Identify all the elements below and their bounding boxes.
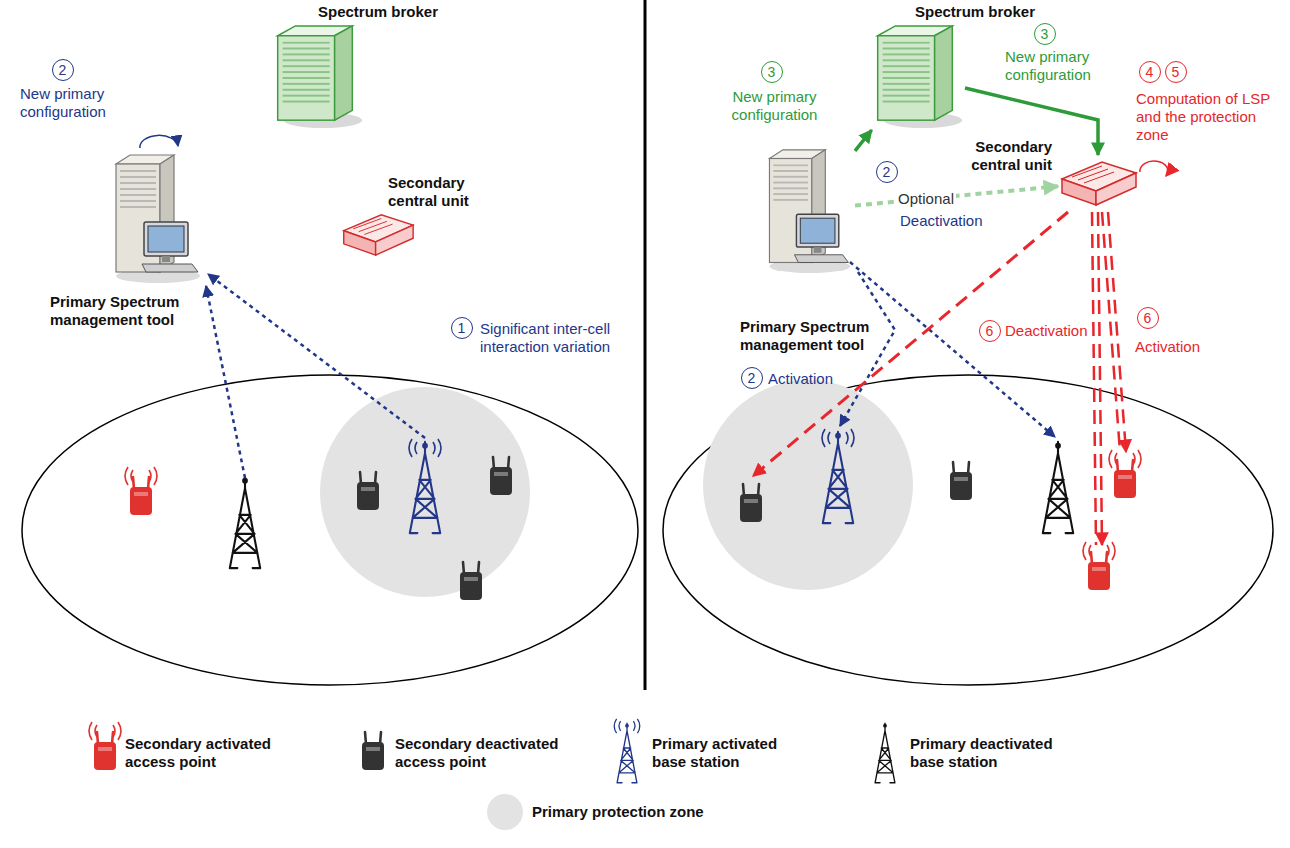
base-station (230, 477, 260, 568)
activation-arrow (1092, 212, 1096, 545)
radio-waves (822, 429, 854, 447)
central-unit-box (344, 215, 413, 255)
device-label: Spectrum broker (318, 3, 438, 21)
legend-text: Secondary activated access point (125, 735, 295, 771)
access-point (490, 457, 512, 495)
access-point (740, 484, 762, 522)
legend-text: Primary deactivated base station (910, 735, 1070, 771)
central-unit-box (1062, 162, 1136, 205)
device-node: Spectrum broker (265, 22, 365, 130)
radio-waves (125, 467, 157, 485)
legend-sample (617, 723, 637, 783)
device-node: Primary Spectrum management tool (108, 150, 203, 285)
legend-sample (614, 719, 640, 733)
legend-text: Primary activated base station (652, 735, 802, 771)
callout-number: 5 (1165, 61, 1187, 83)
deactivation-arrow (850, 262, 1055, 437)
callout-text: Deactivation (1005, 322, 1088, 340)
panel-divider (644, 0, 647, 690)
callout-text: Significant inter-cell interaction varia… (480, 320, 615, 356)
device-label: Spectrum broker (915, 3, 1035, 21)
callout-number: 6 (979, 320, 1001, 342)
device-node: Secondary central unit (1058, 155, 1138, 210)
message-arrow (855, 186, 1058, 205)
message-arrow (855, 130, 872, 151)
callout-text: Computation of LSP and the protection zo… (1136, 90, 1284, 144)
loop-arrow (1140, 161, 1168, 176)
management-computer (769, 150, 850, 273)
legend-sample (94, 732, 116, 770)
legend-text: Secondary deactivated access point (395, 735, 575, 771)
callout-number: 1 (451, 317, 473, 339)
access-point (950, 462, 972, 500)
protection-zone (320, 387, 530, 597)
device-node: Secondary central unit (340, 212, 415, 260)
edge-label: Optional (896, 190, 956, 208)
callout-number: 3 (1034, 23, 1056, 45)
activation-arrow (1108, 212, 1126, 452)
management-computer (116, 155, 200, 283)
radio-waves (409, 439, 441, 457)
legend-sample (875, 723, 895, 783)
callout-text: New primary configuration (1005, 48, 1115, 84)
broker-server (878, 26, 962, 128)
loop-arrow (140, 135, 178, 148)
legend-swatch (487, 794, 523, 830)
radio-waves (1109, 450, 1141, 468)
radio-waves (1083, 542, 1115, 560)
report-arrow (206, 286, 245, 478)
callout-number: 2 (876, 161, 898, 183)
callout-number: 2 (52, 59, 74, 81)
device-node: Spectrum broker (865, 22, 965, 130)
protection-zone (703, 380, 913, 590)
activation-arrow (1098, 212, 1102, 545)
network-area (22, 375, 638, 685)
base-station (1043, 442, 1073, 533)
base-station (823, 432, 853, 523)
base-station (410, 442, 440, 533)
callout-text: New primary configuration (20, 85, 125, 121)
callout-number: 3 (761, 61, 783, 83)
device-label: Primary Spectrum management tool (50, 293, 195, 329)
access-point (1088, 552, 1110, 590)
callout-text: Activation (1135, 338, 1200, 356)
device-node: Primary Spectrum management tool (760, 145, 855, 275)
report-arrow (208, 274, 425, 438)
callout-text: Deactivation (900, 212, 983, 230)
broker-server (278, 26, 362, 128)
access-point (130, 477, 152, 515)
callout-number: 2 (741, 367, 763, 389)
device-label: Primary Spectrum management tool (740, 318, 880, 354)
callout-text: Activation (768, 370, 833, 388)
device-label: Secondary central unit (388, 174, 488, 210)
network-area (663, 375, 1273, 685)
device-label: Secondary central unit (958, 138, 1052, 174)
access-point (460, 562, 482, 600)
callout-number: 4 (1139, 61, 1161, 83)
legend-sample (362, 732, 384, 770)
legend-sample (89, 722, 121, 740)
legend-text: Primary protection zone (532, 803, 772, 821)
callout-number: 6 (1137, 307, 1159, 329)
access-point (357, 472, 379, 510)
callout-text: New primary configuration (712, 88, 837, 124)
access-point (1114, 460, 1136, 498)
